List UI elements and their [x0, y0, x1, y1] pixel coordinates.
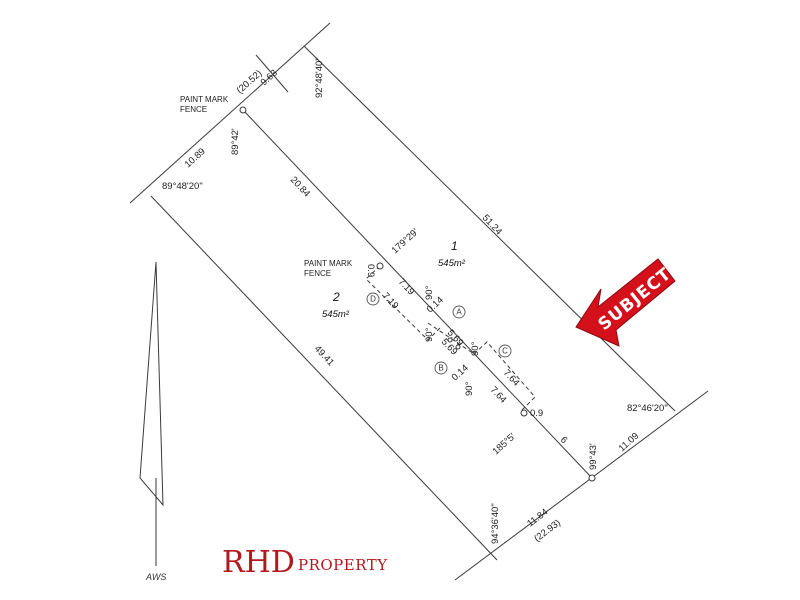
dim-51-24: 51.24 — [480, 213, 504, 238]
marker-b-label: B — [438, 364, 443, 373]
survey-point — [455, 344, 461, 350]
top-boundary-line — [129, 22, 331, 204]
logo-word: PROPERTY — [298, 556, 388, 574]
dim-6: 6 — [558, 435, 570, 446]
dim-7-64-b: 7.64 — [488, 385, 509, 406]
paint-mark-note-mid: PAINT MARK — [304, 259, 353, 268]
dashed-center — [427, 322, 475, 355]
lot-2-number: 2 — [332, 290, 340, 304]
subject-arrow: SUBJECT — [575, 258, 676, 347]
dim-0-9-left: 0.9 — [365, 264, 376, 277]
dim-7-19-b: 7.19 — [380, 291, 401, 312]
dim-0-14-b: 0.14 — [450, 363, 471, 384]
dim-7-19-a: 7.19 — [396, 277, 417, 298]
fence-note-mid: FENCE — [304, 269, 331, 278]
left-boundary-line — [150, 195, 498, 561]
bearing-185-5: 185°5' — [491, 431, 518, 457]
marker-d: D — [366, 292, 380, 306]
dashed-right-outline — [473, 341, 536, 411]
survey-point — [588, 474, 596, 482]
north-label: AWS — [145, 572, 166, 582]
subject-arrow-shape — [575, 258, 676, 347]
marker-a: A — [452, 305, 466, 319]
lot-1-area: 545m² — [438, 258, 466, 269]
survey-point — [447, 337, 453, 343]
right-boundary-line — [303, 45, 676, 412]
dim-49-41: 49.41 — [312, 344, 336, 369]
bearing-82-46-20: 82°46'20" — [627, 403, 668, 414]
marker-c: C — [498, 344, 512, 358]
bearing-89-42: 89°42' — [230, 128, 241, 155]
bearing-92-48-40: 92°48'40" — [314, 57, 325, 98]
bearing-94-36-40: 94°36'40" — [490, 503, 501, 544]
dashed-outline — [365, 265, 536, 411]
marker-a-label: A — [456, 308, 462, 317]
marker-d-label: D — [370, 295, 376, 304]
bottom-boundary-line — [454, 390, 709, 581]
survey-points — [239, 106, 596, 482]
dim-90-2: 90° — [424, 327, 435, 342]
paint-mark-note-top: PAINT MARK — [180, 95, 229, 104]
lot-1-number: 1 — [451, 239, 458, 253]
dim-0-9-right: 0.9 — [530, 408, 543, 419]
fence-note-top: FENCE — [180, 105, 207, 114]
logo-initials: RHD — [222, 545, 295, 580]
north-arrow-shape — [139, 261, 164, 507]
marker-c-label: C — [502, 347, 508, 356]
lot-2-area: 545m² — [322, 309, 350, 320]
bearing-99-43: 99°43' — [588, 443, 599, 470]
north-arrow: AWS — [139, 261, 166, 582]
survey-point — [376, 262, 384, 270]
dashed-left-outline — [365, 265, 442, 341]
boundary-lines — [129, 22, 709, 581]
dim-90-4: 90° — [464, 381, 475, 396]
survey-point — [239, 106, 247, 114]
dim-90-3: 90° — [470, 341, 481, 356]
marker-b: B — [434, 361, 448, 375]
rhd-property-logo: RHD PROPERTY — [222, 545, 388, 580]
bearing-179-29: 179°29' — [390, 226, 421, 256]
dim-10-89: 10.89 — [183, 146, 208, 170]
dim-90-1: 90° — [424, 285, 435, 300]
bearing-89-48-20: 89°48'20" — [162, 181, 203, 192]
top-tick-line — [255, 54, 289, 93]
survey-point — [520, 409, 528, 417]
center-dividing-line — [242, 109, 593, 479]
